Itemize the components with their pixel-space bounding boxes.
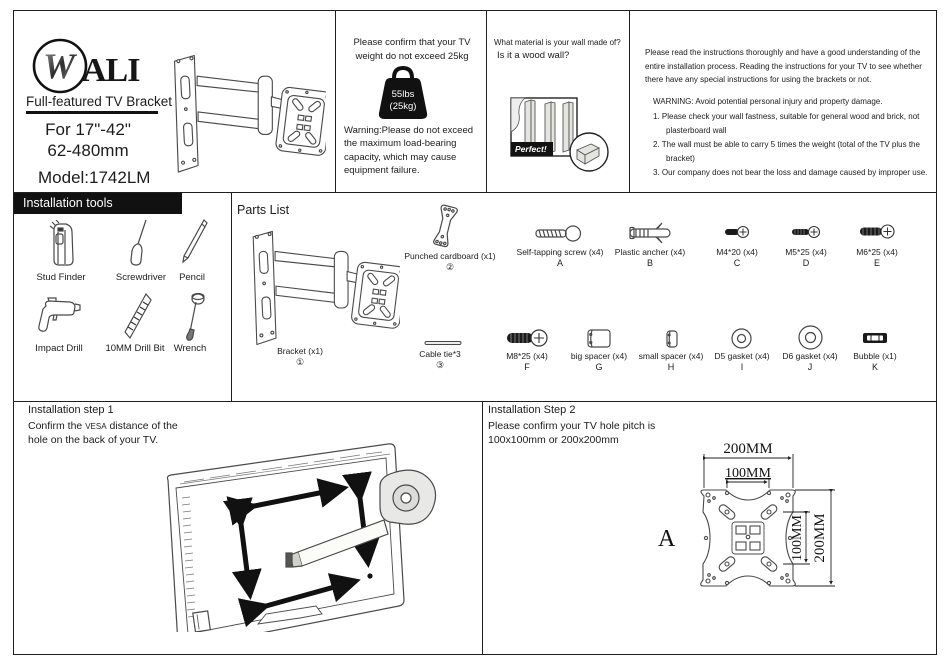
instructions-list: 1. Please check your wall fastness, suit… [653,110,930,180]
impact-drill-icon [38,297,81,332]
m5-screw-icon [792,225,821,239]
plate-label-a: A [658,526,676,552]
step1-title: Installation step 1 [28,404,114,416]
weight-confirm-text: Please confirm that your TV weight do no… [353,37,471,62]
tools-title-bar: Installation tools [14,193,182,214]
part-j: D6 gasket (x4) J [782,351,838,372]
part-e: M6*25 (x4) E [856,247,898,268]
plastic-anchor-icon [629,222,671,244]
weight-kg-text: (25kg) [390,101,417,112]
part-bracket: Bracket (x1) ① [277,346,323,367]
wall-question1: What material is your wall made of? [494,38,621,47]
self-tapping-screw-icon [535,225,582,242]
part-k: Bubble (x1) K [853,351,897,372]
wali-logo-icon: W ALI [32,38,140,94]
tool-label: Impact Drill [35,343,83,354]
dim-100mm-top: 100MM [725,466,771,481]
vesa-plate-diagram-icon: 200MM 100MM 100MM 200MM A [658,441,835,587]
instructions-warning: WARNING: Avoid potential personal injury… [653,97,883,106]
vesa-text: VESA [85,422,107,431]
model-number: Model:1742LM [38,168,151,187]
part-f: M8*25 (x4) F [506,351,548,372]
step1-description: Confirm the VESA distance of the hole on… [28,420,178,446]
brand-subtitle: Full-featured TV Bracket [26,94,173,109]
step2-description: Please confirm your TV hole pitch is 100… [488,420,656,446]
part-cable-tie: Cable tie*3 ③ [419,349,461,370]
bracket-part-icon [245,224,400,361]
punched-cardboard-icon [433,204,458,248]
perfect-label: Perfect! [515,144,547,154]
tv-back-illustration-icon [166,443,437,632]
m6-screw-icon [860,224,895,239]
part-c: M4*20 (x4) C [716,247,758,268]
parts-title: Parts List [237,203,290,217]
instruction-item: 2. The wall must be able to carry 5 time… [653,140,920,163]
step2-title: Installation Step 2 [488,404,576,416]
dim-100mm-right: 100MM [790,515,805,561]
screwdriver-icon [130,219,147,266]
tool-label: Wrench [173,343,207,354]
small-spacer-icon [666,330,678,348]
m4-screw-icon [725,225,750,239]
tool-label: Screwdriver [115,272,167,283]
drill-bit-icon [124,292,152,340]
d6-gasket-icon [798,325,823,350]
part-cardboard: Punched cardboard (x1) ② [404,251,496,272]
tool-label: Pencil [179,272,205,283]
m8-screw-icon [507,329,548,347]
wrench-icon [186,292,205,341]
part-h: small spacer (x4) H [638,351,704,372]
weight-icon: 55lbs (25kg) [378,66,428,119]
instructions-intro: Please read the instructions thoroughly … [645,48,922,85]
instruction-item: 3. Our company does not bear the loss an… [653,168,928,177]
part-a: Self-tapping screw (x4) A [516,247,604,268]
big-spacer-icon [587,329,611,348]
stud-finder-icon [49,220,74,266]
instruction-item: 1. Please check your wall fastness, suit… [653,112,920,135]
part-b: Plastic ancher (x4) B [614,247,686,268]
bubble-level-icon [863,333,887,343]
logo-w: W [43,46,78,86]
weight-lb-text: 55lbs [392,89,415,100]
logo-ali: ALI [82,52,140,89]
wood-wall-icon: Perfect! [510,97,609,172]
dim-200mm-top: 200MM [723,441,772,457]
tool-label: Stud Finder [36,272,86,283]
tv-bracket-illustration-icon [166,48,326,189]
cable-tie-icon [424,341,462,345]
part-d: M5*25 (x4) D [785,247,827,268]
pencil-icon [182,219,208,264]
d5-gasket-icon [731,328,752,349]
vesa-range: 62-480mm [47,141,129,160]
part-g: big spacer (x4) G [570,351,628,372]
part-i: D5 gasket (x4) I [714,351,770,372]
tool-label: 10MM Drill Bit [105,343,165,354]
brand-underline [26,111,158,114]
wall-question2: Is it a wood wall? [497,50,570,61]
size-range: For 17"-42" [45,120,131,139]
weight-warning-text: Warning:Please do not exceed the maximum… [344,125,474,177]
dim-200mm-right: 200MM [812,513,828,562]
